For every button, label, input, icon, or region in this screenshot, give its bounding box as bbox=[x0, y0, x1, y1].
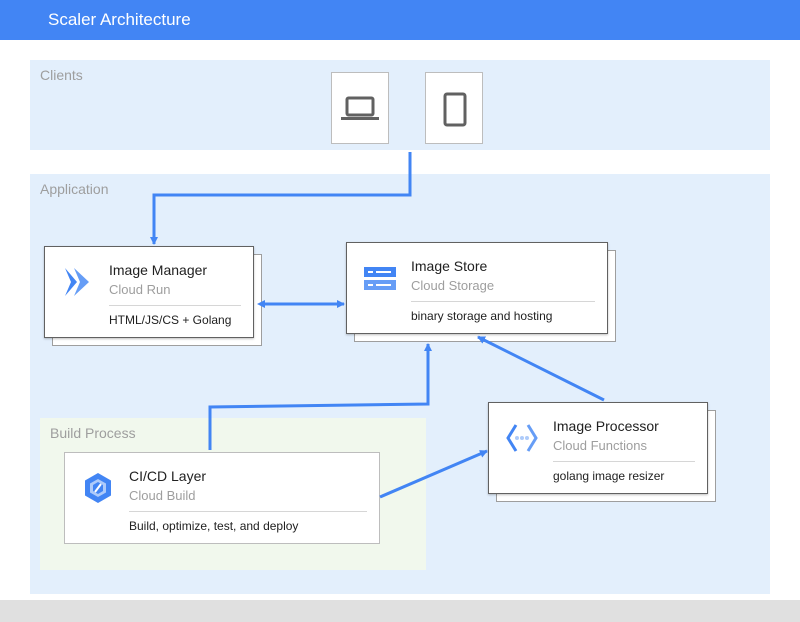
cloud-build-icon bbox=[85, 473, 111, 503]
cicd-service: Cloud Build bbox=[129, 488, 196, 503]
footer-bar bbox=[0, 600, 800, 622]
cicd-card: CI/CD Layer Cloud Build Build, optimize,… bbox=[64, 452, 380, 544]
cloud-functions-icon bbox=[506, 424, 538, 452]
cloud-storage-icon bbox=[364, 267, 396, 290]
image-manager-service: Cloud Run bbox=[109, 282, 171, 297]
mobile-phone-icon bbox=[443, 92, 467, 127]
image-manager-card: Image Manager Cloud Run HTML/JS/CS + Gol… bbox=[44, 246, 254, 338]
laptop-icon bbox=[341, 96, 379, 120]
image-store-description: binary storage and hosting bbox=[411, 309, 553, 323]
diagram-header: Scaler Architecture bbox=[0, 0, 800, 40]
image-processor-description: golang image resizer bbox=[553, 469, 665, 483]
image-processor-name: Image Processor bbox=[553, 418, 659, 434]
mobile-device bbox=[425, 72, 483, 144]
build-process-zone-label: Build Process bbox=[50, 425, 136, 441]
image-manager-name: Image Manager bbox=[109, 262, 208, 278]
image-store-card: Image Store Cloud Storage binary storage… bbox=[346, 242, 608, 334]
cicd-description: Build, optimize, test, and deploy bbox=[129, 519, 299, 533]
divider bbox=[109, 305, 241, 306]
divider bbox=[129, 511, 367, 512]
clients-zone: Clients bbox=[30, 60, 770, 150]
image-manager-description: HTML/JS/CS + Golang bbox=[109, 313, 232, 327]
cloud-run-icon bbox=[65, 268, 89, 296]
divider bbox=[411, 301, 595, 302]
divider bbox=[553, 461, 695, 462]
image-processor-card: Image Processor Cloud Functions golang i… bbox=[488, 402, 708, 494]
laptop-device bbox=[331, 72, 389, 144]
image-processor-service: Cloud Functions bbox=[553, 438, 647, 453]
cicd-name: CI/CD Layer bbox=[129, 468, 207, 484]
clients-zone-label: Clients bbox=[40, 67, 83, 83]
image-store-service: Cloud Storage bbox=[411, 278, 495, 293]
image-store-name: Image Store bbox=[411, 258, 488, 274]
diagram-title: Scaler Architecture bbox=[48, 10, 191, 29]
application-zone-label: Application bbox=[40, 181, 109, 197]
